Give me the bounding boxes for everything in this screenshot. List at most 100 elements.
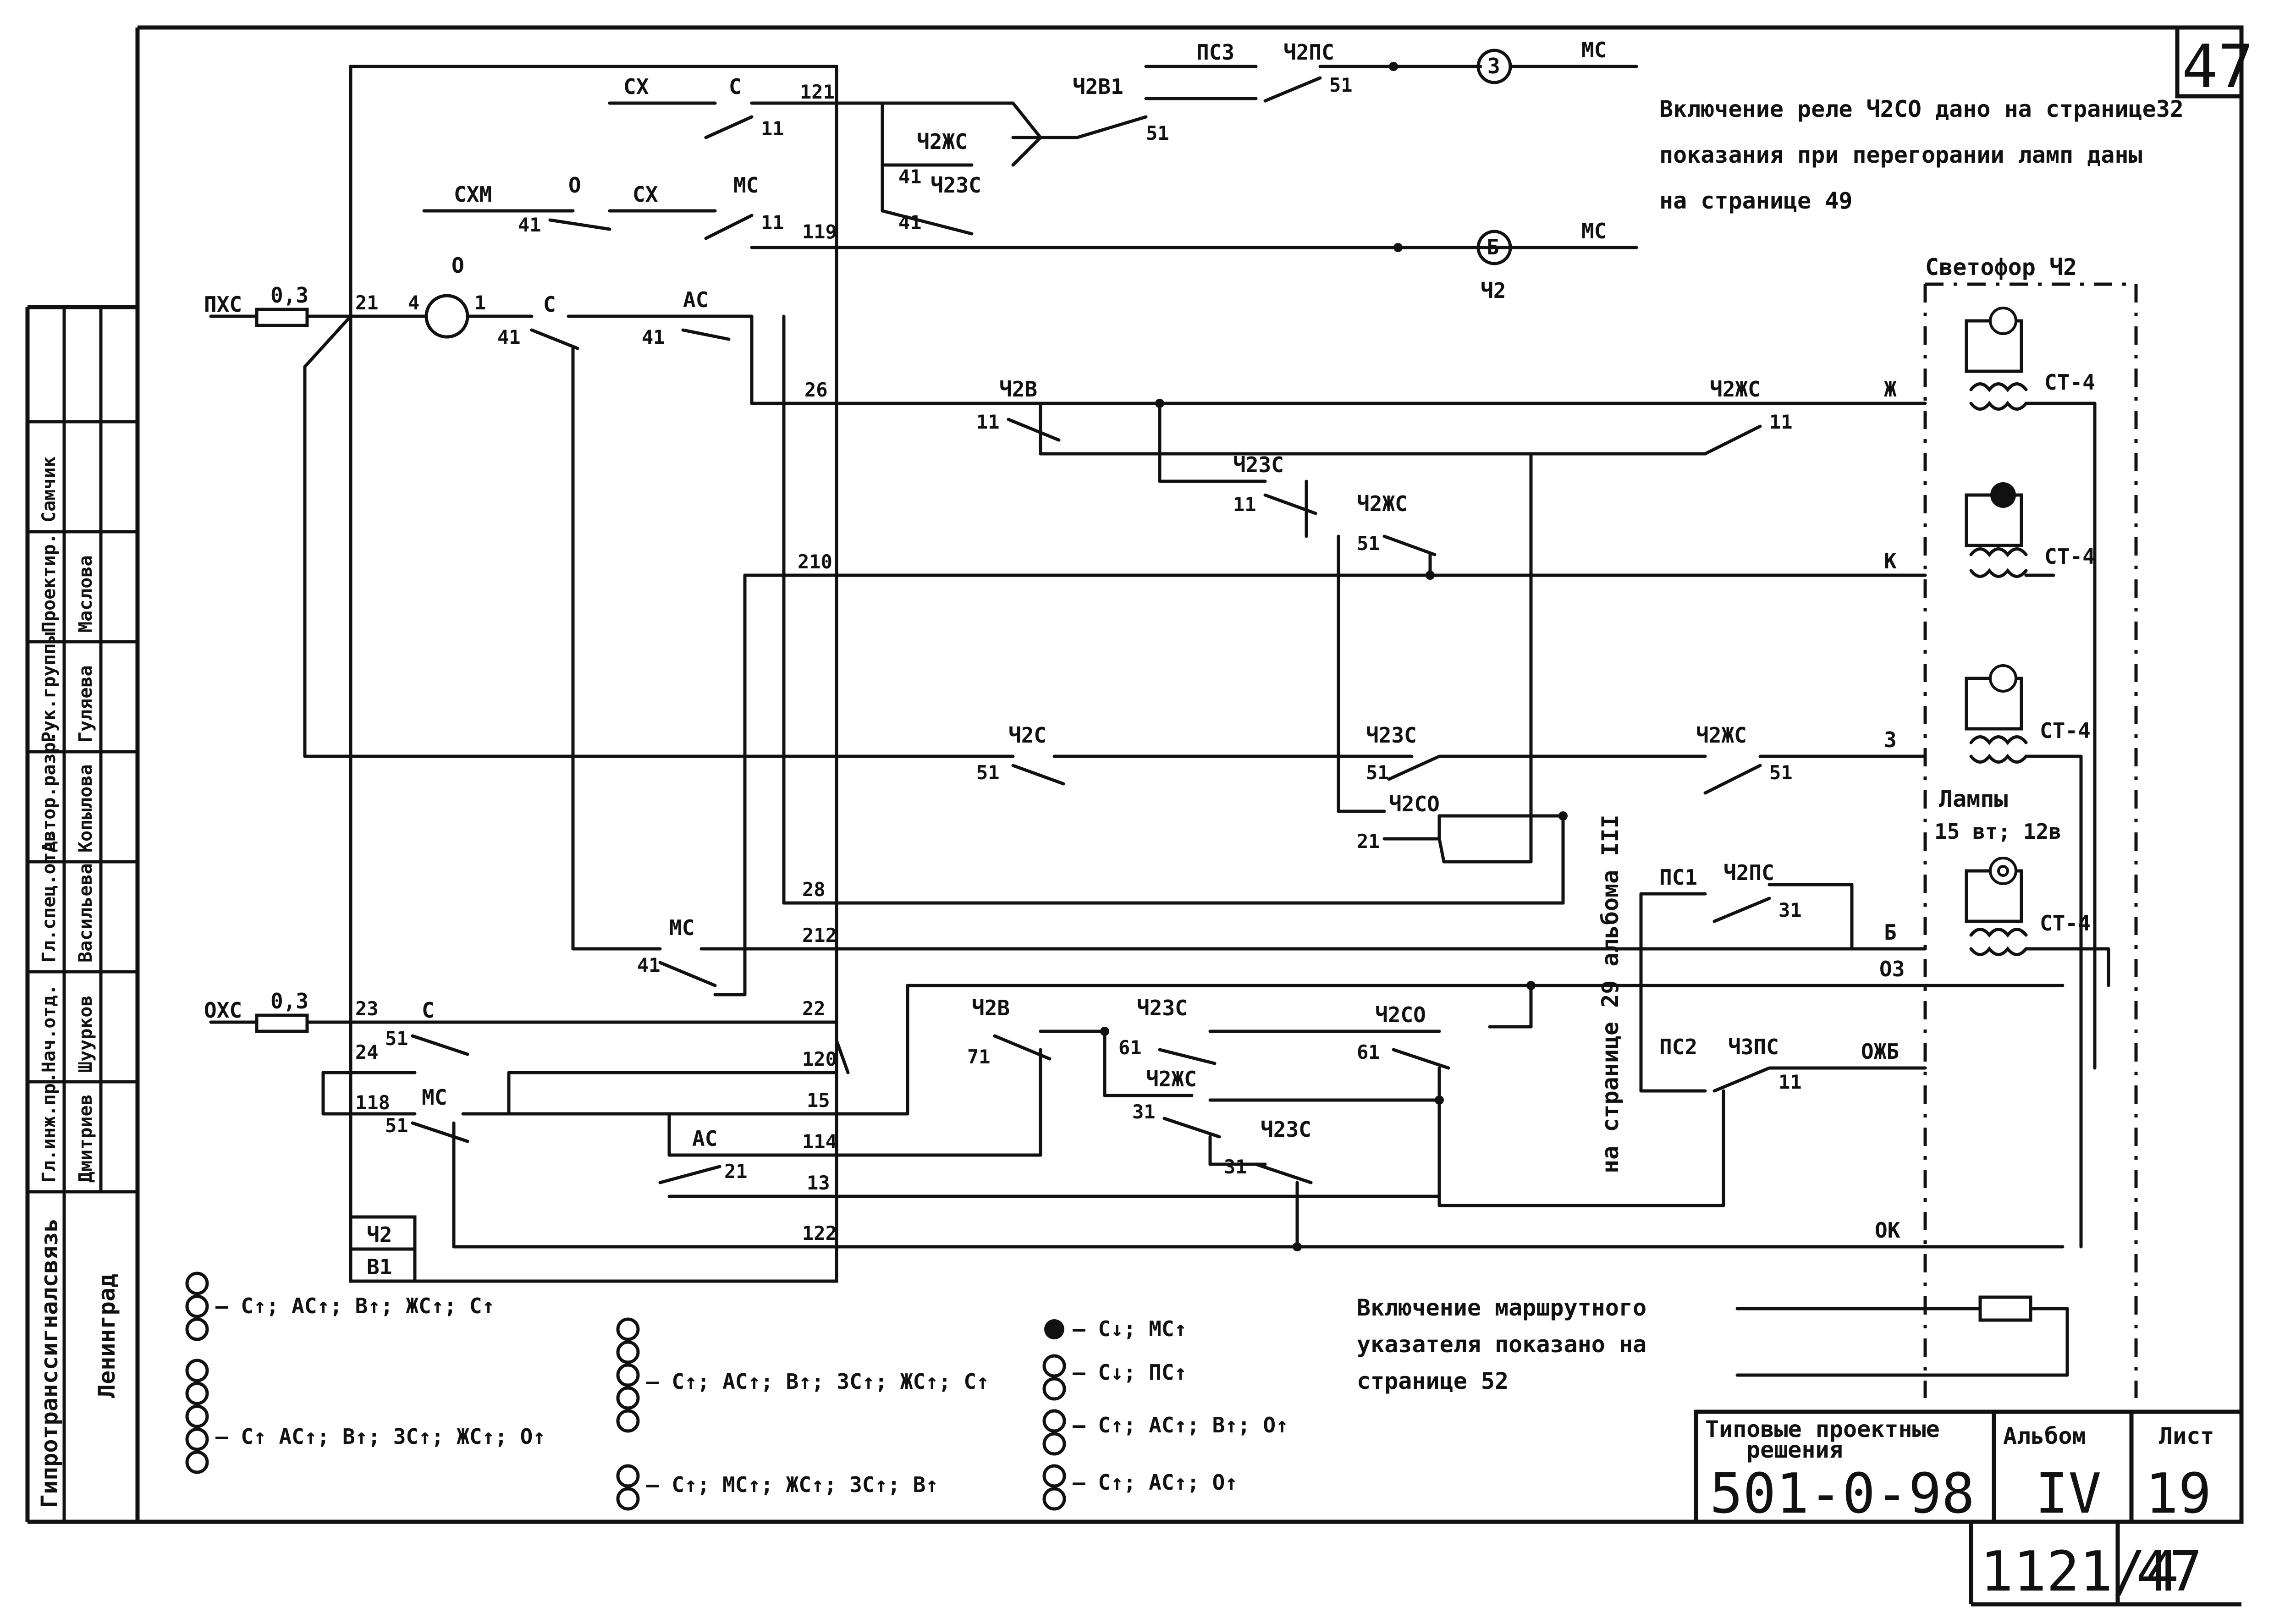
label-ch2v-2: Ч2В [972,996,1010,1020]
label-fuse2: 0,3 [270,989,308,1013]
lamp-spec: 15 вт; 12в [1934,819,2061,844]
label-o: О [568,173,581,198]
tb-list-value: 19 [2145,1462,2212,1526]
label-28: 28 [802,878,826,901]
relay-rack: Ч2 В1 [349,65,838,1283]
main-circuits: ПХС 0,3 21 4 О 1 С 41 АС 41 26 Ч2В 11 Ч2… [204,253,1927,996]
stamp-org: Гипротранссигналсвязь [36,1218,63,1508]
tb-resheniya: решения [1746,1437,1843,1463]
lamp-white: СТ-4 [1965,857,2091,956]
label-ch2so: Ч2СО [1389,792,1440,816]
notes: Включение реле Ч2СО дано на странице32 п… [1357,96,2184,1394]
label-ch2zc-top: Ч2ЗС [931,173,981,198]
tb-code: 501-0-98 [1710,1462,1975,1526]
label-41a: 41 [518,214,541,236]
legend-text-4: — С↑; МС↑; ЖС↑; ЗС↑; В↑ [646,1472,938,1497]
label-ch2v: Ч2В [999,377,1037,402]
corner-page-box: 47 [2175,25,2254,101]
note-lamp-2: на странице 49 [1659,187,1852,214]
tb-list-label: Лист [2159,1423,2214,1449]
stamp-name-6: Маслова [75,555,96,633]
legend-text-3: — С↑; АС↑; В↑; ЗС↑; ЖС↑; С↑ [646,1369,989,1394]
label-122: 122 [802,1222,837,1244]
label-11e: 11 [1769,411,1793,433]
label-31b: 31 [1132,1101,1156,1123]
note-page29: на странице 29 альбома III [1597,815,1624,1173]
label-k: К [1884,549,1897,573]
label-15: 15 [807,1089,830,1112]
stamp-role-4: Автор.разр. [39,731,60,853]
label-51b: 51 [1329,74,1353,96]
label-ch2so-2: Ч2СО [1375,1002,1426,1027]
signal-column: Светофор Ч2 СТ-4 СТ-4 СТ-4 Лампы 15 вт; … [1735,254,2138,1398]
label-51h: 51 [385,1114,408,1137]
label-51a: 51 [1146,122,1169,144]
label-ch2pc: Ч2ПС [1723,860,1774,885]
legend-item-8: — С↑; АС↑; О↑ [1042,1464,1238,1511]
label-ok: ОК [1875,1218,1900,1243]
lamp-red: СТ-4 [1965,482,2095,578]
stamp-role-3: Гл.спец.отд. [39,830,60,963]
label-11f: 11 [1778,1071,1802,1093]
label-31c: 31 [1224,1156,1247,1178]
label-ch2v1: Ч2В1 [1073,74,1123,99]
label-oz: ОЗ [1879,957,1905,981]
label-119: 119 [802,220,837,243]
title-block: Типовые проектные решения 501-0-98 Альбо… [1694,1409,2244,1607]
lamp-label: Лампы [1939,786,2008,812]
label-oxs: ОХС [204,998,242,1023]
signal-title: Светофор Ч2 [1925,254,2077,281]
label-ch3pc: Ч3ПС [1728,1035,1779,1059]
tb-tipovye: Типовые проектные [1705,1416,1940,1442]
label-ac-2: АС [692,1126,717,1151]
label-51f: 51 [1769,761,1793,784]
label-mc-top: МС [733,173,759,198]
label-4: 4 [408,292,419,314]
label-c-2: С [543,292,556,317]
label-71: 71 [967,1046,991,1068]
label-c-3: С [422,998,435,1023]
label-cx: СХ [623,74,649,99]
bottom-code: 1121/4 [1980,1540,2179,1604]
label-ch2s: Ч2С [1008,723,1046,748]
legend-text-2: — С↑ АС↑; В↑; ЗС↑; ЖС↑; О↑ [215,1424,545,1449]
label-b: Б [1884,920,1897,945]
legend-text-7: — С↑; АС↑; В↑; О↑ [1073,1413,1288,1437]
label-z: З [1884,727,1897,752]
label-ch2zc-4: Ч2ЗС [1137,996,1188,1020]
note-route-2: указателя показано на [1357,1331,1646,1358]
label-mc-4: МС [422,1085,447,1110]
stamp-name-3: Васильева [75,863,96,963]
label-mc-r2: МС [1581,219,1607,243]
label-1: 1 [474,292,486,314]
legend-item-5: — С↓; МС↑ [1044,1316,1187,1341]
label-ch2zhc-2: Ч2ЖС [1357,491,1408,516]
label-pc2: ПС2 [1659,1035,1697,1059]
label-ch2: Ч2 [367,1222,392,1247]
pc-circuits: ПС1 Ч2ПС 31 Б ПС2 Ч3ПС 11 ОЖБ [1437,860,1927,1207]
label-ozhb: ОЖБ [1861,1039,1899,1064]
stamp-city: Ленинград [94,1274,120,1398]
label-ch2zhc-4: Ч2ЖС [1696,723,1747,748]
label-21c: 21 [724,1160,748,1183]
label-23: 23 [355,997,379,1020]
label-ch2-b: Ч2 [1481,278,1506,303]
stamp-name-1: Дмитриев [75,1094,96,1183]
lamp-green: СТ-4 [1965,664,2091,764]
legend-item-1: — С↑; АС↑; В↑; ЖС↑; С↑ [185,1272,495,1341]
label-11b: 11 [761,211,784,234]
legend-item-4: — С↑; МС↑; ЖС↑; ЗС↑; В↑ [616,1464,938,1511]
transformer-4: СТ-4 [2040,911,2091,936]
stamp-role-2: Нач.отд. [39,984,60,1073]
label-ch2zhc-3: Ч2ЖС [1710,377,1761,402]
label-21b: 21 [1357,830,1380,853]
label-51c: 51 [1357,532,1380,555]
label-ch2pc-top: Ч2ПС [1283,40,1334,65]
tb-album-value: IV [2035,1462,2102,1526]
side-stamp: Гл.инж.пр. Дмитриев Нач.отд. Шуурков Гл.… [26,305,139,1524]
label-11d: 11 [1233,493,1256,516]
legend-item-3: — С↑; АС↑; В↑; ЗС↑; ЖС↑; С↑ [616,1317,989,1433]
label-mc-r1: МС [1581,38,1607,62]
legend-item-6: — С↓; ПС↑ [1042,1354,1187,1401]
